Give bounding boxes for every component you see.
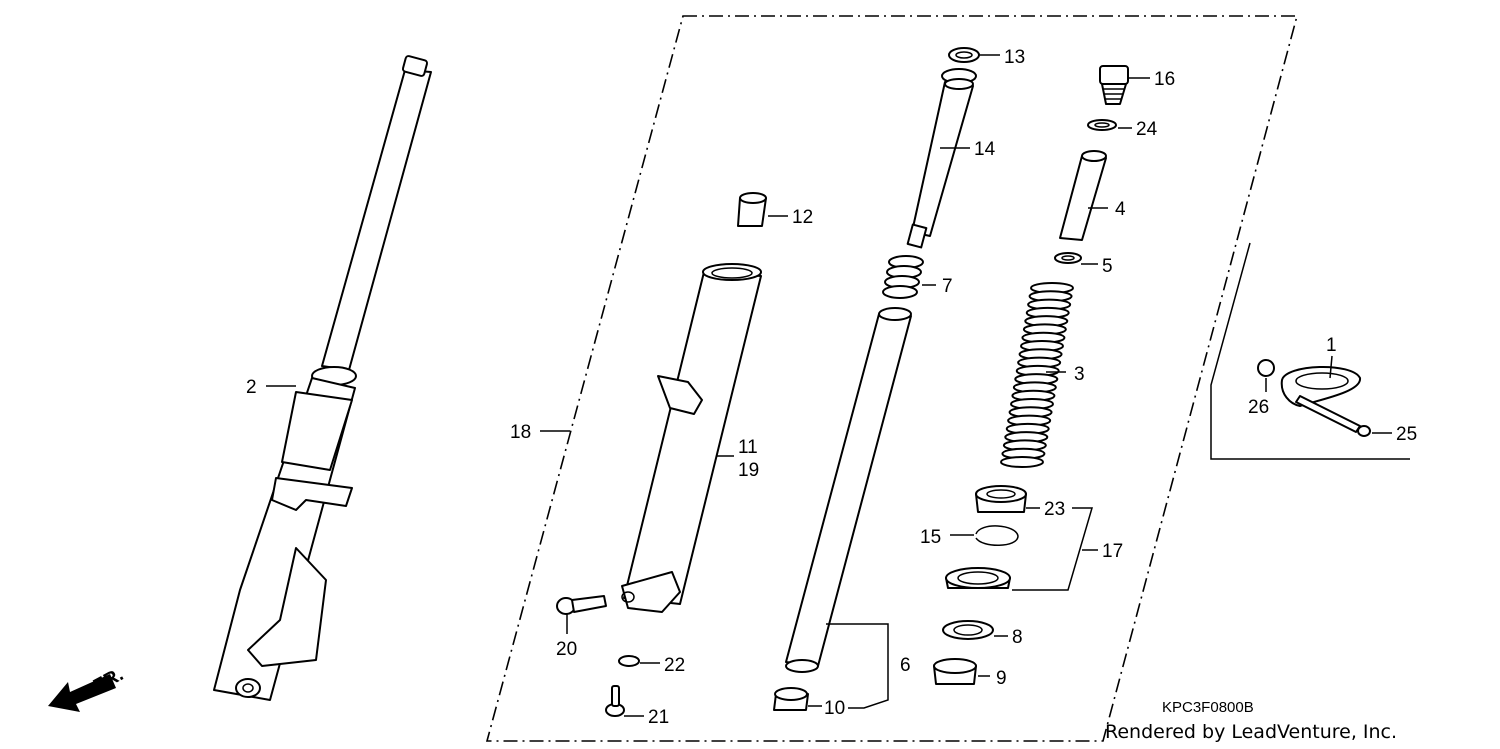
callout-5: 5: [1102, 256, 1113, 277]
callout-23: 23: [1044, 499, 1065, 520]
callout-12: 12: [792, 207, 813, 228]
ring-13-drawing: [948, 47, 980, 63]
fork-bolt-16-drawing: [1099, 65, 1129, 105]
drawing-code: KPC3F0800B: [1162, 699, 1254, 716]
callout-26: 26: [1248, 397, 1269, 418]
o-ring-24-drawing: [1087, 119, 1117, 131]
callout-3: 3: [1074, 364, 1085, 385]
nut-26-drawing: [1257, 359, 1275, 377]
callout-24: 24: [1136, 119, 1158, 140]
damper-rod-14-drawing: [906, 68, 977, 249]
callout-8: 8: [1012, 627, 1023, 648]
bolt-25-drawing: [1295, 395, 1371, 437]
oil-seal-drawing: [945, 567, 1011, 589]
backup-ring-8-drawing: [942, 620, 994, 640]
washer-5-drawing: [1054, 252, 1082, 264]
callout-22: 22: [664, 655, 685, 676]
fork-assembly-drawing: [213, 55, 432, 701]
fork-slider-drawing: [621, 263, 762, 613]
callout-1: 1: [1326, 335, 1337, 356]
fork-tube-6-drawing: [785, 307, 912, 673]
callout-7: 7: [942, 276, 953, 297]
leader-lines: [266, 54, 1392, 717]
spacer-4-drawing: [1059, 150, 1107, 241]
callout-6: 6: [900, 655, 911, 676]
rebound-spring-7-drawing: [882, 255, 924, 299]
socket-bolt-20-drawing: [556, 595, 607, 615]
callout-25: 25: [1396, 424, 1417, 445]
fork-spring-3-drawing: [1000, 282, 1074, 468]
stopper-ring-15-drawing: [975, 525, 1019, 546]
callout-9: 9: [996, 668, 1007, 689]
fork-kit-boundary: [485, 15, 1299, 742]
callout-14: 14: [974, 139, 996, 160]
clamp-1-drawing: [1280, 365, 1361, 407]
washer-22-drawing: [618, 655, 640, 667]
spring-coil: [1000, 456, 1044, 468]
callout-18: 18: [510, 422, 531, 443]
bushing-10-drawing: [773, 687, 809, 711]
callout-19: 19: [738, 460, 759, 481]
bolt-21-drawing: [605, 685, 625, 717]
callout-20: 20: [556, 639, 577, 660]
callout-4: 4: [1115, 199, 1126, 220]
bushing-12-drawing: [737, 192, 767, 227]
render-credit: Rendered by LeadVenture, Inc.: [1105, 721, 1397, 743]
callout-10: 10: [824, 698, 845, 719]
callout-21: 21: [648, 707, 669, 728]
callout-11: 11: [738, 437, 758, 458]
callout-15: 15: [920, 527, 941, 548]
front-direction-arrow: [48, 674, 116, 712]
dust-seal-23-drawing: [975, 485, 1027, 513]
callout-16: 16: [1154, 69, 1175, 90]
callout-17: 17: [1102, 541, 1123, 562]
bushing-9-drawing: [933, 658, 977, 685]
callout-2: 2: [246, 377, 257, 398]
callout-13: 13: [1004, 47, 1025, 68]
clamp-group-bracket: [1210, 242, 1410, 460]
